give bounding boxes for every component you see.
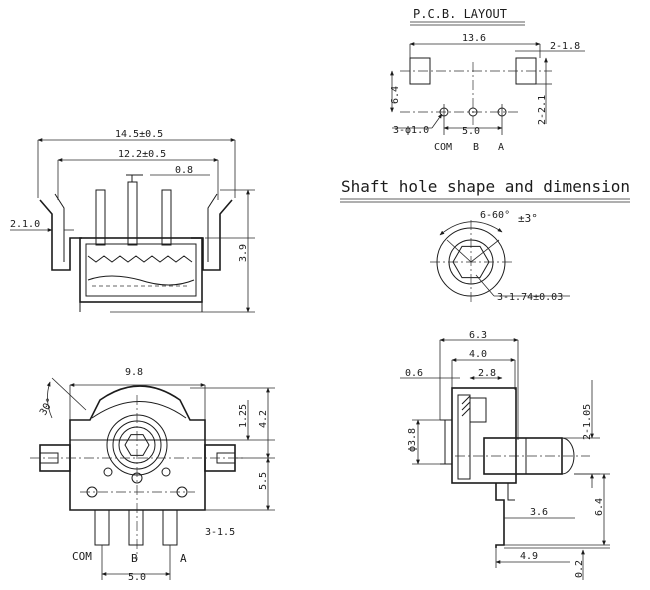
side-dim-c: 0.6 [405,368,423,379]
top-pin-b: B [131,552,138,565]
pcb-height-dim: 6.4 [390,86,401,104]
pcb-pin-a: A [498,142,504,153]
pcb-layout-title: P.C.B. LAYOUT [413,7,507,21]
side-dim-g: 6.4 [594,498,605,516]
front-pin-dim: 0.8 [175,165,193,176]
pcb-layout-view: P.C.B. LAYOUT 13.6 2-1.8 6.4 5.0 3-ϕ1.0 [390,7,585,153]
top-width-dim: 9.8 [125,367,143,378]
shaft-angle-tol: ±3° [518,212,538,225]
top-view: 9.8 30° [30,367,275,583]
pcb-pin-com: COM [434,142,452,153]
front-height-dim: 3.9 [238,244,249,262]
shaft-hole-view: Shaft hole shape and dimension 6-60° ±3°… [340,177,630,305]
side-view: 6.3 4.0 2.8 0.6 ϕ3.8 2-1.05 [400,330,610,580]
pcb-hole-dim: 3-ϕ1.0 [393,125,429,136]
pcb-pad-height-dim: 2-2.1 [537,95,548,125]
front-side-dim: 2.1.0 [10,219,40,230]
side-dia-dim: ϕ3.8 [407,428,418,452]
shaft-angle-dim: 6-60° [480,210,510,221]
front-outer-dim: 14.5±0.5 [115,129,163,140]
shaft-dia-dim: 3-1.74±0.03 [497,292,563,303]
front-inner-dim: 12.2±0.5 [118,149,166,160]
side-dim-i: 0.2 [574,560,585,578]
shaft-hole-title: Shaft hole shape and dimension [341,177,630,196]
top-dim-a: 1.25 [238,404,249,428]
front-view: 14.5±0.5 12.2±0.5 0.8 2.1.0 [10,129,255,313]
pcb-pad-dim: 2-1.8 [550,41,580,52]
side-dim-b: 4.0 [469,349,487,360]
pcb-pin-b: B [473,142,479,153]
side-dim-h: 4.9 [520,551,538,562]
top-dim-c: 5.5 [258,472,269,490]
top-dim-b: 4.2 [258,410,269,428]
side-dim-e: 2-1.05 [582,404,593,440]
top-pin-com: COM [72,550,92,563]
side-dim-a: 6.3 [469,330,487,341]
top-angle-dim: 30° [38,396,57,417]
side-dim-d: 2.8 [478,368,496,379]
side-dim-f: 3.6 [530,507,548,518]
top-pitch-dim: 5.0 [128,572,146,583]
pcb-pitch-dim: 5.0 [462,126,480,137]
top-pin-a: A [180,552,187,565]
pcb-width-dim: 13.6 [462,33,486,44]
top-pins-dim: 3-1.5 [205,527,235,538]
